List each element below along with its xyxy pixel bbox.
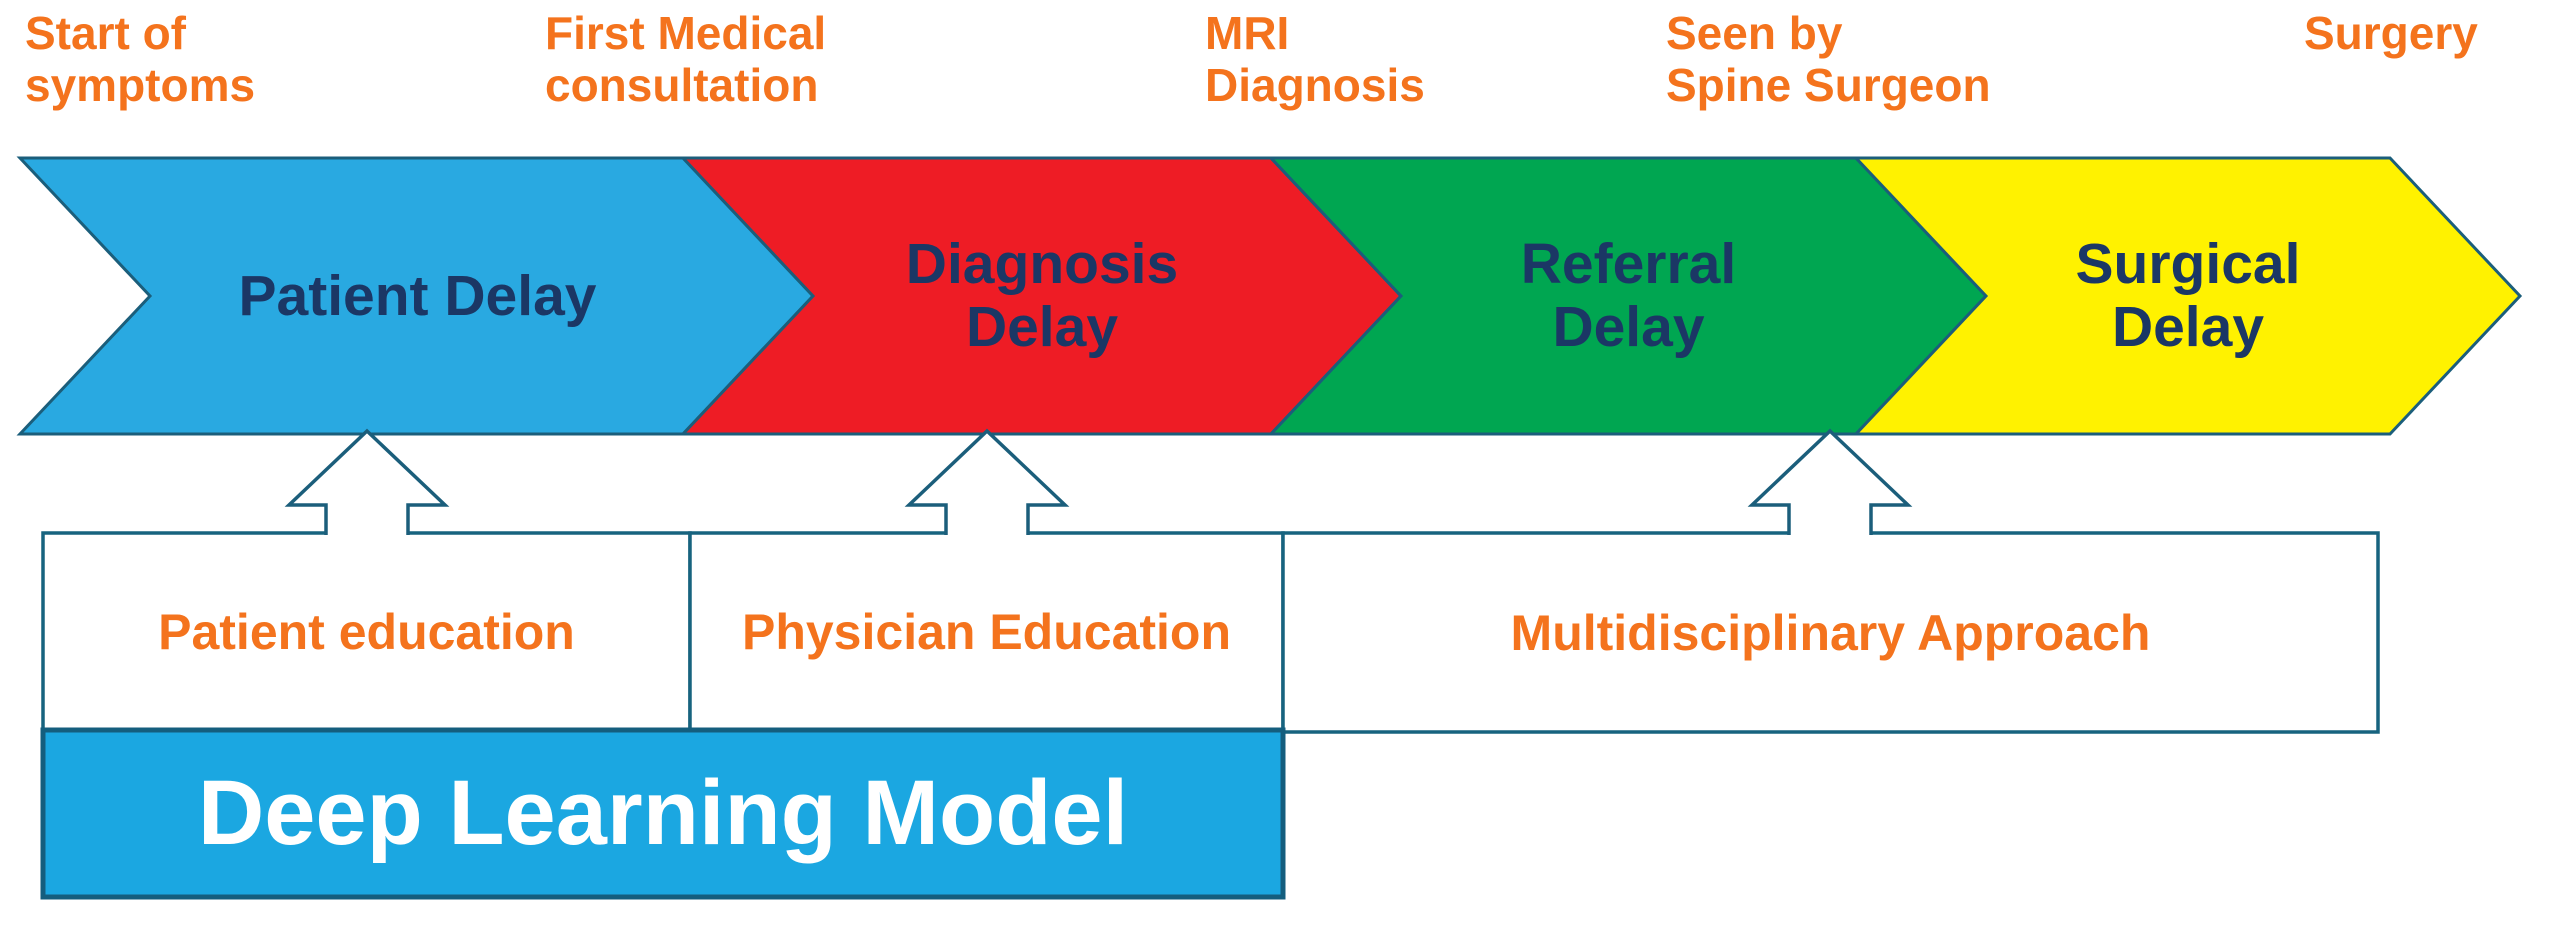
physician-education-box xyxy=(688,531,1285,732)
up-arrow-multidisciplinary-icon xyxy=(1747,428,1913,535)
milestone-mri-diagnosis: MRI Diagnosis xyxy=(1205,7,1425,111)
stage-label-surgical-delay: Surgical Delay xyxy=(2075,232,2301,359)
stage-label-patient-delay: Patient Delay xyxy=(238,263,597,328)
deep-learning-model-box xyxy=(40,727,1286,900)
intervention-label-physician-education: Physician Education xyxy=(741,603,1231,660)
milestone-seen-by-spine-surgeon: Seen by Spine Surgeon xyxy=(1666,7,1991,111)
milestone-surgery: Surgery xyxy=(2304,7,2478,59)
milestone-first-medical-consultation: First Medical consultation xyxy=(545,7,827,111)
stage-label-referral-delay: Referral Delay xyxy=(1520,232,1737,359)
stage-label-diagnosis-delay: Diagnosis Delay xyxy=(905,232,1179,359)
intervention-label-multidisciplinary-approach: Multidisciplinary Approach xyxy=(1510,604,2151,661)
up-arrow-physician-education-icon xyxy=(904,428,1070,535)
intervention-label-patient-education: Patient education xyxy=(158,603,575,660)
surgical-delay-chevron xyxy=(1852,156,2523,436)
deep-learning-model-label: Deep Learning Model xyxy=(197,762,1129,864)
multidisciplinary-approach-box xyxy=(1281,531,2380,734)
up-arrow-patient-education-icon xyxy=(284,428,450,535)
patient-education-box xyxy=(41,531,692,732)
milestone-start-of-symptoms: Start of symptoms xyxy=(25,7,256,111)
